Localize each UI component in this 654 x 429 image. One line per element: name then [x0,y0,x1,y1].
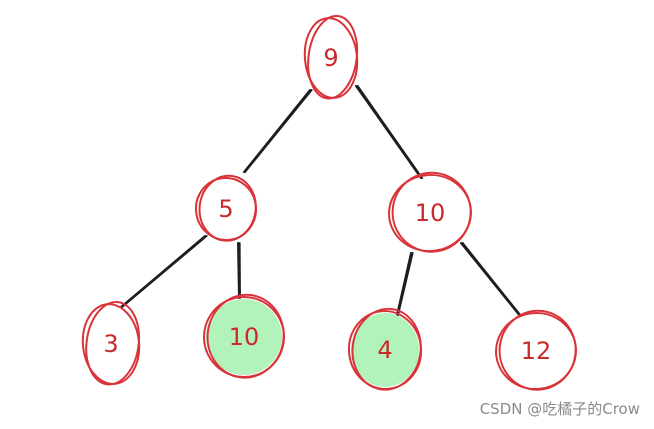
edge-right-to-right-right [461,242,522,317]
edges-layer [120,85,522,317]
node-outline [498,309,577,391]
edge-left-to-left-left [120,235,208,308]
node-label: 5 [218,195,233,223]
node-label: 3 [103,330,118,358]
edge-root-to-right [356,85,423,179]
node-label: 10 [229,323,260,351]
watermark-text: CSDN @吃橘子的Crow [479,400,640,418]
tree-node-right-right: 12 [495,309,577,391]
node-outline [198,174,257,242]
edge-left-to-left-right [237,242,240,299]
edge-root-to-left [243,89,313,173]
tree-node-right: 10 [388,171,472,253]
node-outline [206,293,285,379]
node-label: 10 [415,199,446,227]
node-outline [85,300,141,386]
tree-node-root: 9 [303,14,359,100]
node-outline [351,307,422,391]
tree-node-left-right: 10 [203,293,285,379]
edge-right-to-right-left [396,252,412,316]
nodes-layer: 9 5 10 3 10 4 12 [81,14,577,391]
tree-node-left: 5 [194,174,258,242]
node-label: 12 [521,337,552,365]
node-label: 4 [377,336,392,364]
node-outline [307,14,359,100]
node-highlight-fill [206,299,282,375]
tree-node-right-left: 4 [347,307,423,391]
edge-right-to-right-left [396,252,414,316]
tree-node-left-left: 3 [81,300,141,386]
node-label: 9 [323,44,338,72]
node-highlight-fill [351,313,419,387]
node-outline [391,171,472,253]
